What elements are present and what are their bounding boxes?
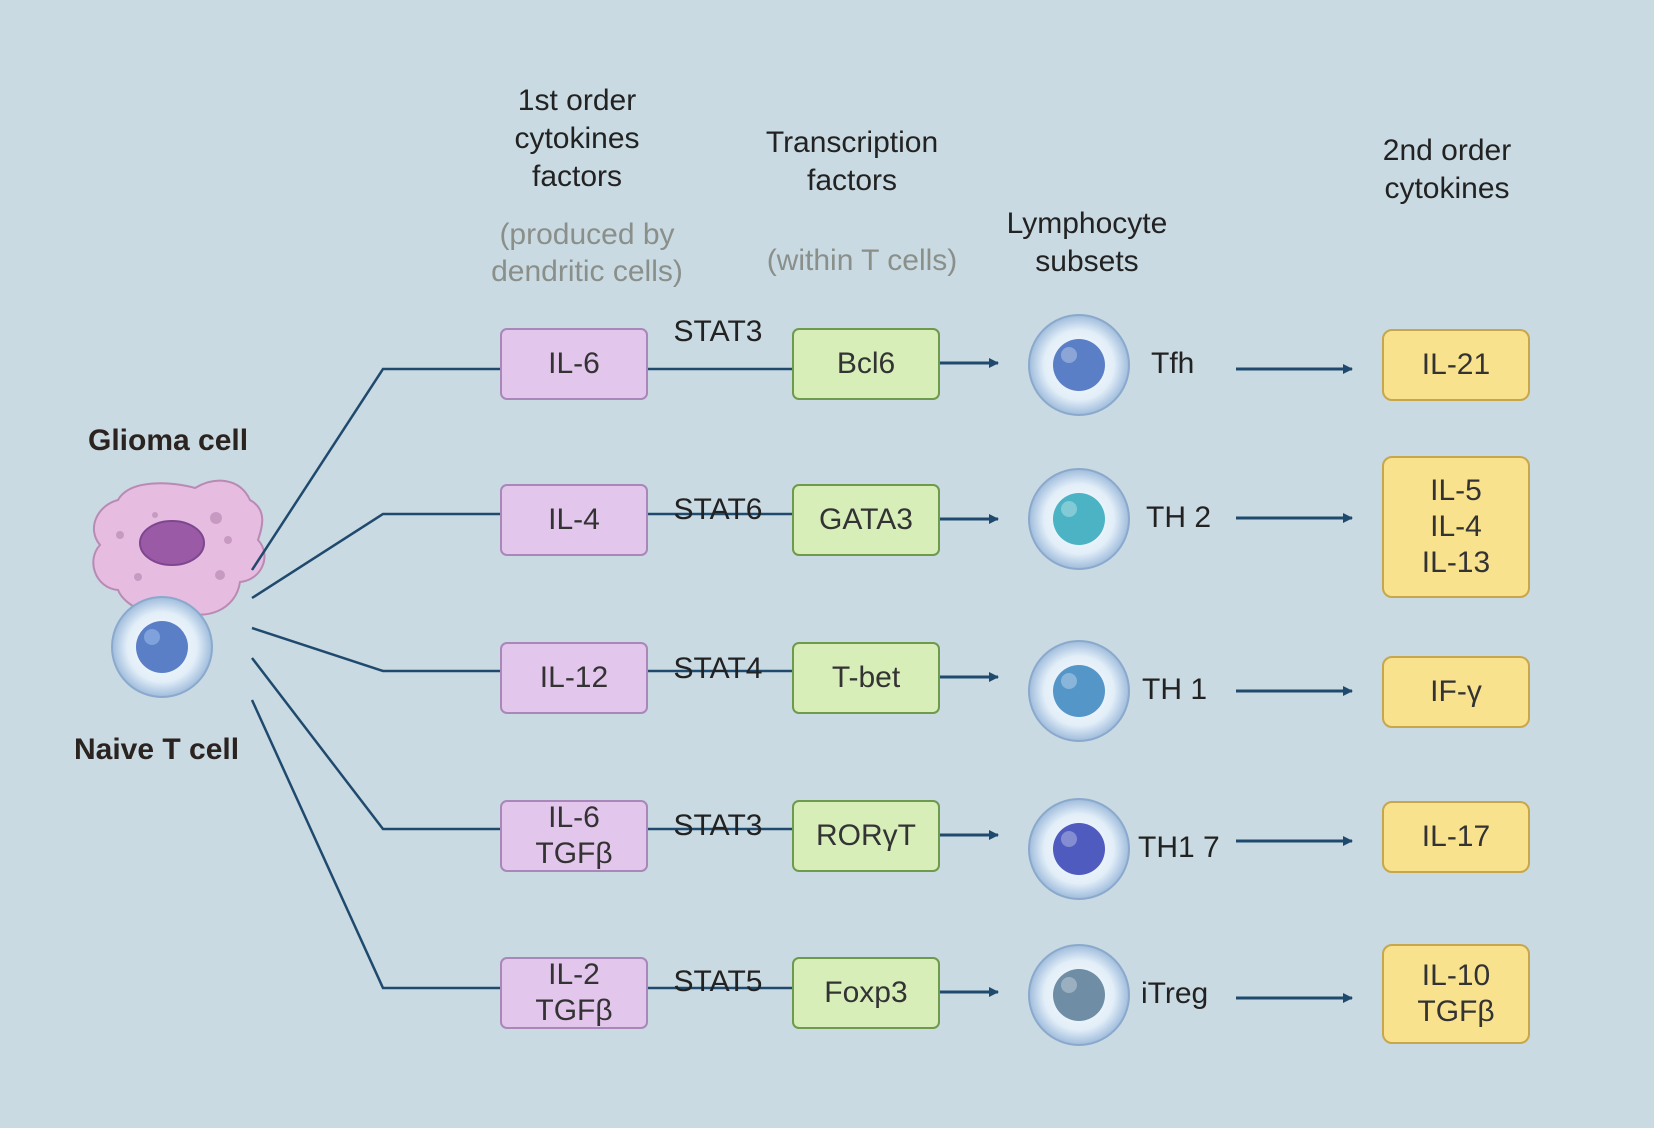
- transcription-factor-box: Foxp3: [792, 957, 940, 1029]
- stat-label: STAT3: [673, 809, 763, 842]
- second-order-cytokine-box: IL-21: [1382, 329, 1530, 401]
- glioma-granule: [152, 512, 158, 518]
- naive-t-cell-highlight: [144, 629, 160, 645]
- naive-t-cell-nucleus: [136, 621, 188, 673]
- pathway-connector: [251, 657, 500, 831]
- glioma-granule: [215, 570, 225, 580]
- lymphocyte-subset-label: TH1 7: [1138, 831, 1220, 864]
- lymphocyte-nucleus: [1053, 665, 1105, 717]
- stat-label: STAT4: [673, 652, 763, 685]
- transcription-factor-box: T-bet: [792, 642, 940, 714]
- pathway-connector: [250, 699, 500, 990]
- lymphocyte-subset-label: TH 2: [1146, 501, 1212, 534]
- lymphocyte-nucleus: [1053, 969, 1105, 1021]
- lymphocyte-highlight: [1061, 347, 1077, 363]
- cytokine-box: IL-4: [500, 484, 648, 556]
- naive-t-cell-label: Naive T cell: [74, 733, 240, 766]
- lymphocyte-nucleus: [1053, 339, 1105, 391]
- lymphocyte-subset-label: iTreg: [1141, 977, 1209, 1010]
- second-order-cytokine-box: IL-17: [1382, 801, 1530, 873]
- pathway-connector: [250, 367, 500, 571]
- lymphocyte-highlight: [1061, 673, 1077, 689]
- header-first-order-sub: (produced by dendritic cells): [491, 218, 683, 288]
- second-order-cytokine-box: IL-10 TGFβ: [1382, 944, 1530, 1044]
- lymphocyte-subset-label: TH 1: [1142, 673, 1208, 706]
- stat-label: STAT6: [673, 493, 763, 526]
- pathway-connector: [251, 626, 500, 673]
- pathway-connector: [251, 512, 500, 600]
- cytokine-box: IL-6: [500, 328, 648, 400]
- lymphocyte-nucleus: [1053, 493, 1105, 545]
- lymphocyte-nucleus: [1053, 823, 1105, 875]
- glioma-granule: [210, 512, 222, 524]
- lymphocyte-subset-label: Tfh: [1151, 347, 1195, 380]
- stat-label: STAT5: [673, 965, 763, 998]
- glioma-granule: [134, 573, 142, 581]
- transcription-factor-box: RORγT: [792, 800, 940, 872]
- glioma-cell-label: Glioma cell: [88, 424, 249, 457]
- cytokine-box: IL-2 TGFβ: [500, 957, 648, 1029]
- second-order-cytokine-box: IL-5 IL-4 IL-13: [1382, 456, 1530, 598]
- glioma-nucleus: [139, 520, 205, 566]
- second-order-cytokine-box: IF-γ: [1382, 656, 1530, 728]
- glioma-granule: [224, 536, 232, 544]
- cytokine-box: IL-6 TGFβ: [500, 800, 648, 872]
- stat-label: STAT3: [673, 315, 763, 348]
- lymphocyte-highlight: [1061, 831, 1077, 847]
- header-second-order: 2nd order cytokines: [1382, 134, 1512, 205]
- lymphocyte-highlight: [1061, 501, 1077, 517]
- lymphocyte-highlight: [1061, 977, 1077, 993]
- header-transcription: Transcription factors: [765, 126, 939, 197]
- cytokine-box: IL-12: [500, 642, 648, 714]
- glioma-granule: [116, 531, 124, 539]
- header-lymphocyte: Lymphocyte subsets: [1006, 207, 1168, 278]
- header-first-order: 1st order cytokines factors: [514, 84, 640, 193]
- header-transcription-sub: (within T cells): [766, 244, 958, 277]
- transcription-factor-box: GATA3: [792, 484, 940, 556]
- transcription-factor-box: Bcl6: [792, 328, 940, 400]
